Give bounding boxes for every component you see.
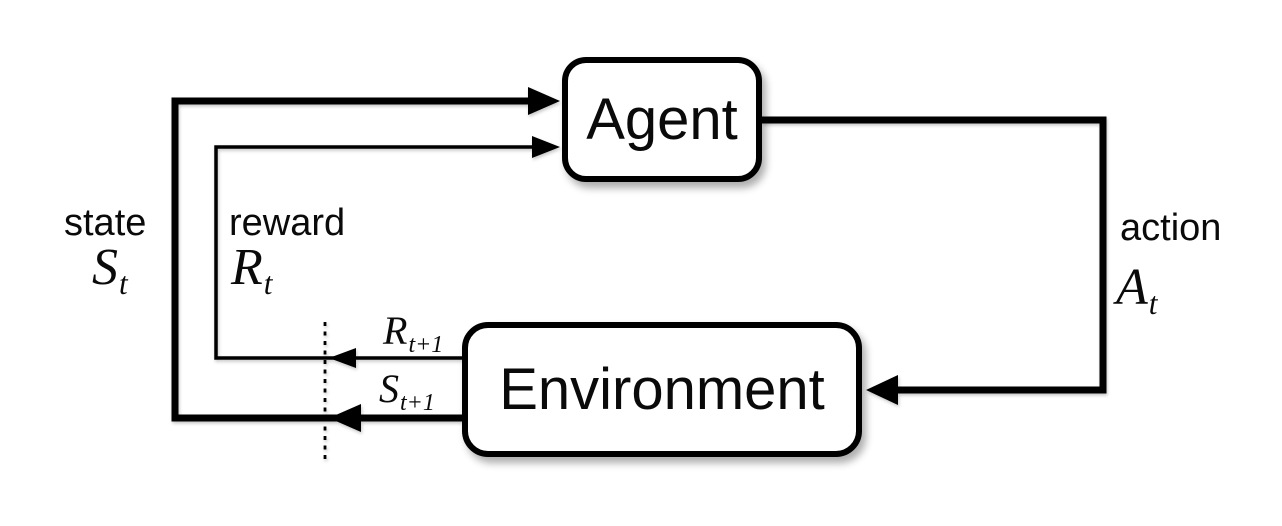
action-flow-path <box>762 116 1107 394</box>
reward-symbol-subscript: t <box>263 265 273 301</box>
reward-symbol: Rt <box>231 239 273 301</box>
environment-node-label: Environment <box>499 357 825 422</box>
state-arrowhead-into-agent <box>528 87 560 115</box>
state-arrowhead-at-boundary <box>329 404 361 432</box>
agent-node: Agent <box>562 57 762 182</box>
action-symbol-base: A <box>1116 259 1148 316</box>
reward-arrowhead-into-agent <box>532 136 560 158</box>
state-symbol-base: S <box>92 239 118 296</box>
action-edge-label: action <box>1120 207 1222 249</box>
action-arrowhead-into-environment <box>866 375 898 405</box>
environment-node: Environment <box>462 322 862 457</box>
state-flow-path <box>171 97 546 422</box>
action-symbol-subscript: t <box>1148 285 1158 321</box>
next-reward-symbol-subscript: t+1 <box>408 331 444 358</box>
state-symbol: St <box>92 239 128 301</box>
next-state-symbol: St+1 <box>379 369 435 415</box>
reward-symbol-base: R <box>231 239 263 296</box>
agent-node-label: Agent <box>586 87 738 152</box>
next-state-symbol-subscript: t+1 <box>400 389 435 416</box>
next-reward-symbol-base: R <box>383 308 408 353</box>
state-symbol-subscript: t <box>119 265 128 301</box>
action-symbol: At <box>1116 259 1158 321</box>
reward-arrowhead-at-boundary <box>329 348 356 368</box>
state-edge-label: state <box>64 202 147 244</box>
next-state-symbol-base: S <box>379 366 399 411</box>
reward-edge-label: reward <box>229 202 346 244</box>
next-reward-symbol: Rt+1 <box>383 311 443 357</box>
